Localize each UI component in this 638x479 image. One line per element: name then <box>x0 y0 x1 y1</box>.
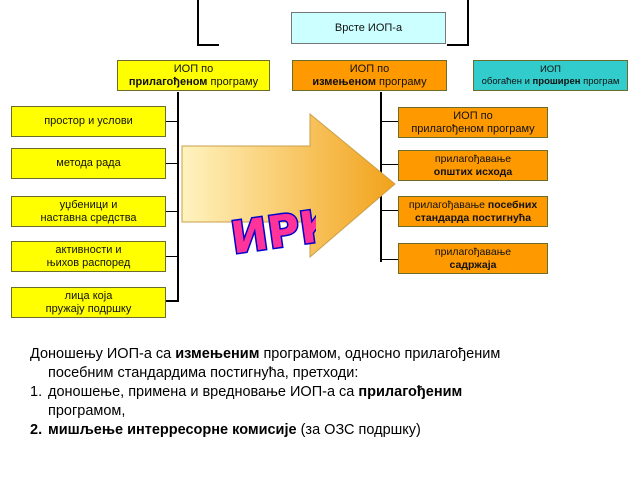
irk-logo-text: ИРК <box>228 199 316 258</box>
left-item-support-persons: лица која пружају подршку <box>11 287 166 318</box>
left-item-label: уџбеници и <box>59 198 118 211</box>
iop-modified-line1: ИОП по <box>349 62 390 75</box>
left-item-label-2: њихов распоред <box>46 256 131 269</box>
iop-modified-box: ИОП по измењеном програму <box>292 60 447 91</box>
left-item-label: простор и услови <box>44 115 133 127</box>
right-tick-1 <box>381 121 398 122</box>
intro-paragraph: Доношењу ИОП-а са измењеним програмом, о… <box>30 346 501 362</box>
left-item-label-2: наставна средства <box>40 211 137 224</box>
iop-adapted-line1: ИОП по <box>173 62 214 75</box>
left-item-label: лица која <box>64 289 113 302</box>
iop-types-title-box: Врсте ИОП-а <box>291 12 446 44</box>
left-item-label: метода рада <box>56 157 121 169</box>
list-item-2: 2.мишљење интерресорне комисије (за ОЗС … <box>30 422 421 438</box>
left-item-work-method: метода рада <box>11 148 166 179</box>
right-item-label: ИОП по <box>453 109 493 122</box>
top-right-connector-horizontal <box>447 44 469 46</box>
right-item-label-2: стандарда постигнућа <box>414 211 532 224</box>
right-item-label: прилагођавање посебних <box>408 198 538 211</box>
left-item-activities: активности и њихов распоред <box>11 241 166 272</box>
left-tick-4 <box>166 256 178 257</box>
left-tick-1 <box>166 121 178 122</box>
left-item-textbooks: уџбеници и наставна средства <box>11 196 166 227</box>
description-text: Доношењу ИОП-а са измењеним програмом, о… <box>30 345 620 440</box>
right-tick-4 <box>381 259 398 260</box>
iop-enriched-box: ИОП обогаћен и проширен програм <box>473 60 628 91</box>
right-item-general-outcomes: прилагођавање општих исхода <box>398 150 548 181</box>
iop-enriched-line1: ИОП <box>539 63 562 75</box>
right-item-label-2: садржаја <box>449 258 497 271</box>
right-item-label: прилагођавање <box>434 245 512 258</box>
left-item-label-2: пружају подршку <box>45 302 132 315</box>
right-item-label-2: општих исхода <box>433 165 513 178</box>
left-bracket-vertical <box>177 92 179 302</box>
list-item-1: 1.доношење, примена и вредновање ИОП-а с… <box>30 384 463 400</box>
top-left-connector-horizontal <box>197 44 219 46</box>
iop-enriched-line2: обогаћен и проширен програм <box>481 75 620 87</box>
right-item-label-2: прилагођеном програму <box>411 122 535 135</box>
irk-logo: ИРК <box>226 198 316 258</box>
left-tick-2 <box>166 163 178 164</box>
right-item-special-standards: прилагођавање посебних стандарда постигн… <box>398 196 548 227</box>
iop-adapted-box: ИОП по прилагођеном програму <box>117 60 270 91</box>
right-item-content: прилагођавање садржаја <box>398 243 548 274</box>
right-item-label: прилагођавање <box>434 152 512 165</box>
iop-types-title: Врсте ИОП-а <box>334 21 403 34</box>
right-arrow-icon <box>181 112 396 259</box>
list-item-1-continuation: програмом, <box>48 403 126 419</box>
right-tick-2 <box>381 164 398 165</box>
right-item-adapted-program: ИОП по прилагођеном програму <box>398 107 548 138</box>
iop-modified-line2: измењеном програму <box>312 75 427 88</box>
intro-continuation: посебним стандардима постигнућа, претход… <box>48 365 359 381</box>
left-bracket-bottom <box>166 300 179 302</box>
right-tick-3 <box>381 210 398 211</box>
left-item-label: активности и <box>55 243 122 256</box>
left-item-space-conditions: простор и услови <box>11 106 166 137</box>
top-left-connector-vertical <box>197 0 199 46</box>
iop-adapted-line2: прилагођеном програму <box>128 75 259 88</box>
left-tick-3 <box>166 211 178 212</box>
top-right-connector-vertical <box>467 0 469 46</box>
